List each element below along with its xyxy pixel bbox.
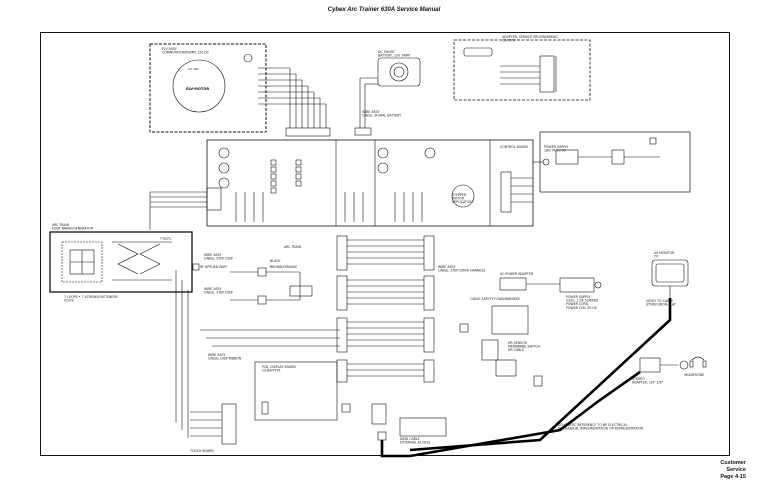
touch-board-label: TOUCH BOARD <box>189 449 214 453</box>
safety-foam <box>491 305 529 335</box>
audio-jack <box>639 357 661 373</box>
elv-motor-note: 24 VDC <box>188 67 199 71</box>
brown-wire-label: BROWN/ORANGE <box>270 265 297 269</box>
generator-rotor <box>61 241 103 283</box>
footer-line-3: Page 4-15 <box>720 474 746 480</box>
black-wire-label: BLACK <box>270 259 281 263</box>
elv-motor-label: ELV-MOTOR <box>186 87 209 91</box>
motor-wires <box>258 67 327 128</box>
footer-line-1: Customer <box>720 460 746 466</box>
power-supply-box <box>539 131 691 193</box>
headphone-label: HEADPHONE <box>684 373 704 377</box>
footer-line-2: Service <box>726 467 746 473</box>
eddy-brake-box <box>49 231 193 293</box>
heavy-cables <box>380 298 672 458</box>
middle-connector-column <box>336 235 435 383</box>
page-header-title: Cybex Arc Trainer 630A Service Manual <box>327 7 441 13</box>
board-pin-rows <box>235 192 423 222</box>
arc-train-label: ARC TRAIN <box>284 245 302 249</box>
elv-motor-circle <box>172 59 226 113</box>
display-board <box>254 361 338 421</box>
control-board <box>206 139 534 227</box>
rf-display-label: RF APPLIED PART <box>200 265 227 269</box>
step-display-connector <box>289 285 313 297</box>
page-footer: Customer Service Page 4-15 <box>720 460 746 481</box>
power-adapter-label: AC POWER ADAPTER <box>500 272 534 276</box>
board-connectors <box>218 147 475 208</box>
handlebar-note: CABLE SAFETY FOAM/HARNESS <box>470 297 520 301</box>
motor-terminal <box>285 127 331 137</box>
elv-motor-box <box>149 43 267 133</box>
battery-box <box>377 57 421 87</box>
center-wire-bundles <box>347 239 424 377</box>
temp-note: T°80°C <box>159 237 172 241</box>
adapter-box <box>453 39 591 101</box>
data-cable-connector <box>399 417 447 437</box>
touch-board-wires <box>175 270 222 438</box>
encoder-terminal <box>206 187 222 211</box>
ac-power-adapter <box>499 277 527 291</box>
control-board-label: CONTROL BOARD <box>500 145 529 149</box>
touch-board <box>221 403 237 445</box>
